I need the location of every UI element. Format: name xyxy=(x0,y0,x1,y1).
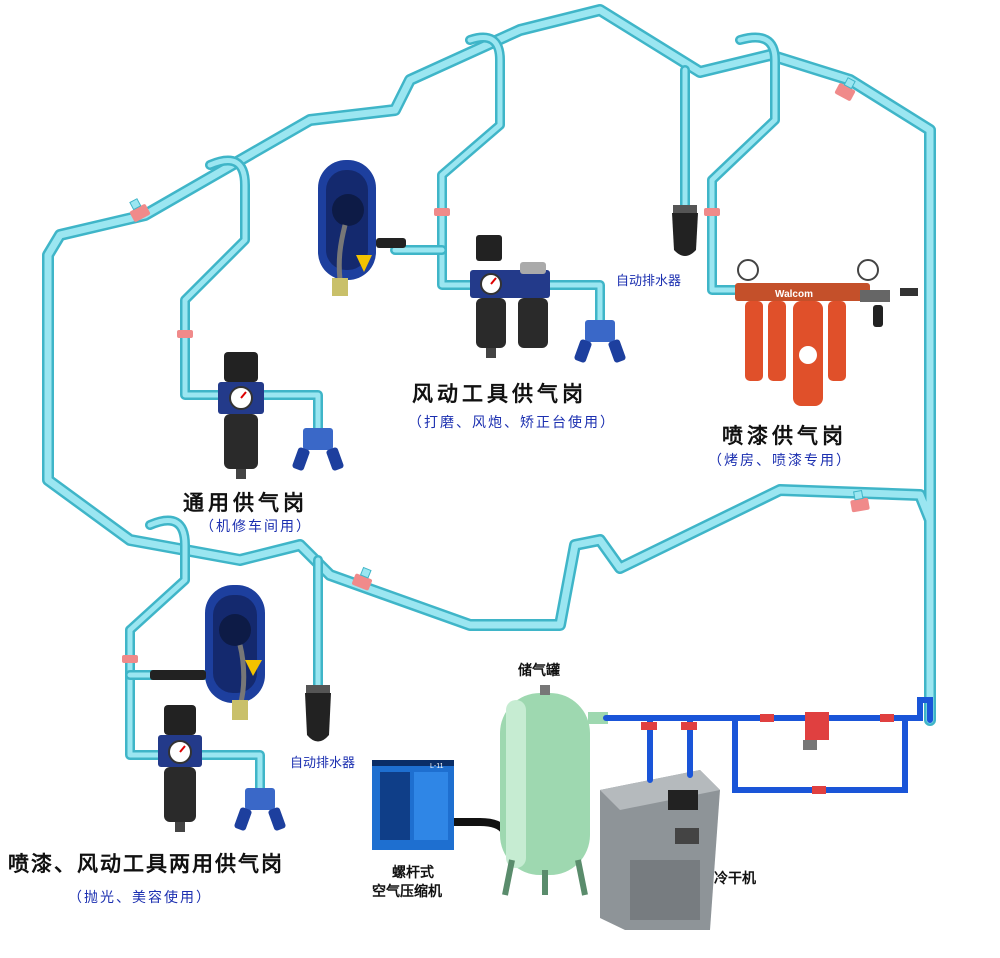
compressor-panel-label: L-11 xyxy=(430,763,444,770)
branch-pipes xyxy=(125,32,780,795)
dryer-label: 冷干机 xyxy=(714,871,756,887)
paint-station-subtitle: （烤房、喷漆专用） xyxy=(708,453,852,469)
ball-valve-icon xyxy=(129,198,151,222)
coupling-icon xyxy=(177,330,193,338)
screw-compressor: L-11 xyxy=(372,760,509,850)
paint-station-title: 喷漆供气岗 xyxy=(722,424,847,448)
paint-filter-bank: Walcom xyxy=(735,259,918,406)
auto-drain-top-label: 自动排水器 xyxy=(616,274,682,289)
coupling-icon xyxy=(122,655,138,663)
inline-valves xyxy=(122,77,870,663)
ball-valve-icon xyxy=(352,566,372,591)
coupling-icon xyxy=(704,208,720,216)
general-station-subtitle: （机修车间用） xyxy=(200,519,312,535)
frl-unit-pneumatic xyxy=(470,235,550,358)
filter-regulator-dual xyxy=(158,705,202,832)
air-tank-label: 储气罐 xyxy=(518,663,560,679)
dual-station-subtitle: （抛光、美容使用） xyxy=(68,890,212,906)
compressor-label-line2: 空气压缩机 xyxy=(372,884,442,900)
filter-regulator-general xyxy=(218,352,264,479)
refrigerated-dryer xyxy=(600,770,720,930)
quick-coupler-dual xyxy=(234,788,286,831)
coupling-icon xyxy=(434,208,450,216)
hose-reel-top xyxy=(318,160,406,296)
filter-brand-label: Walcom xyxy=(775,289,813,300)
quick-coupler-pneumatic xyxy=(574,320,626,363)
air-tank xyxy=(500,685,608,896)
ball-valve-icon xyxy=(834,77,856,101)
main-pipe-loop xyxy=(42,4,936,726)
pneumatic-station-title: 风动工具供气岗 xyxy=(412,382,587,406)
pneumatic-station-subtitle: （打磨、风炮、矫正台使用） xyxy=(408,415,616,431)
hose-reel-bottom xyxy=(150,585,265,720)
dryer-piping xyxy=(603,697,933,794)
dual-station-title: 喷漆、风动工具两用供气岗 xyxy=(8,852,284,876)
auto-drain-top xyxy=(672,205,698,256)
ball-valve-icon xyxy=(850,489,870,513)
auto-drain-bottom-label: 自动排水器 xyxy=(290,756,356,771)
quick-coupler-general xyxy=(292,428,344,471)
general-station-title: 通用供气岗 xyxy=(183,491,308,515)
auto-drain-bottom xyxy=(305,685,331,742)
compressor-label-line1: 螺杆式 xyxy=(392,865,434,881)
